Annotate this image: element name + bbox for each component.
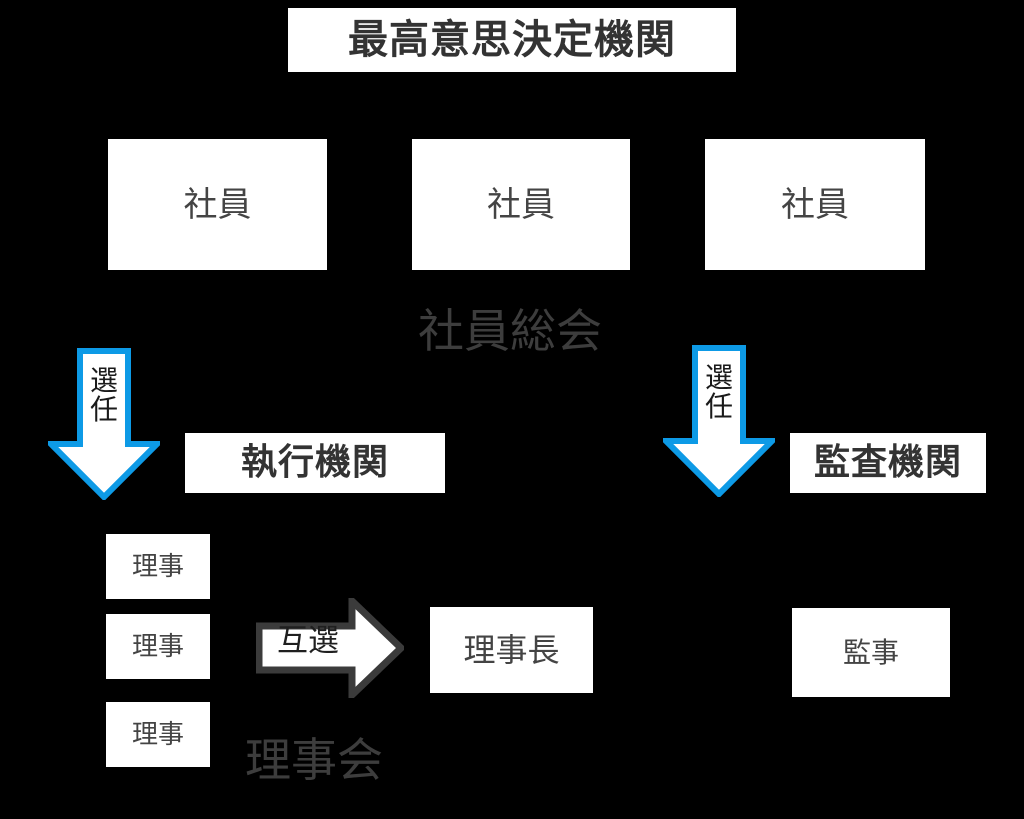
director-box-2: 理事	[106, 614, 210, 679]
general-assembly-caption: 社員総会	[418, 304, 602, 358]
executive-body-header: 執行機関	[185, 433, 445, 493]
mutual-election-arrow: 互選	[256, 598, 404, 698]
chairman-box: 理事長	[430, 607, 593, 693]
board-of-directors-caption: 理事会	[245, 733, 383, 787]
down-arrow-icon	[663, 345, 775, 497]
supreme-decision-body-title: 最高意思決定機関	[288, 8, 736, 72]
director-box-1: 理事	[106, 534, 210, 599]
appointment-arrow-left: 選 任	[48, 348, 160, 500]
down-arrow-icon	[48, 348, 160, 500]
audit-body-header: 監査機関	[790, 433, 986, 493]
member-box-2: 社員	[412, 139, 630, 270]
right-arrow-icon	[256, 598, 404, 698]
member-box-1: 社員	[108, 139, 327, 270]
appointment-arrow-right: 選 任	[663, 345, 775, 497]
director-box-3: 理事	[106, 702, 210, 767]
auditor-box: 監事	[792, 608, 950, 697]
member-box-3: 社員	[705, 139, 925, 270]
